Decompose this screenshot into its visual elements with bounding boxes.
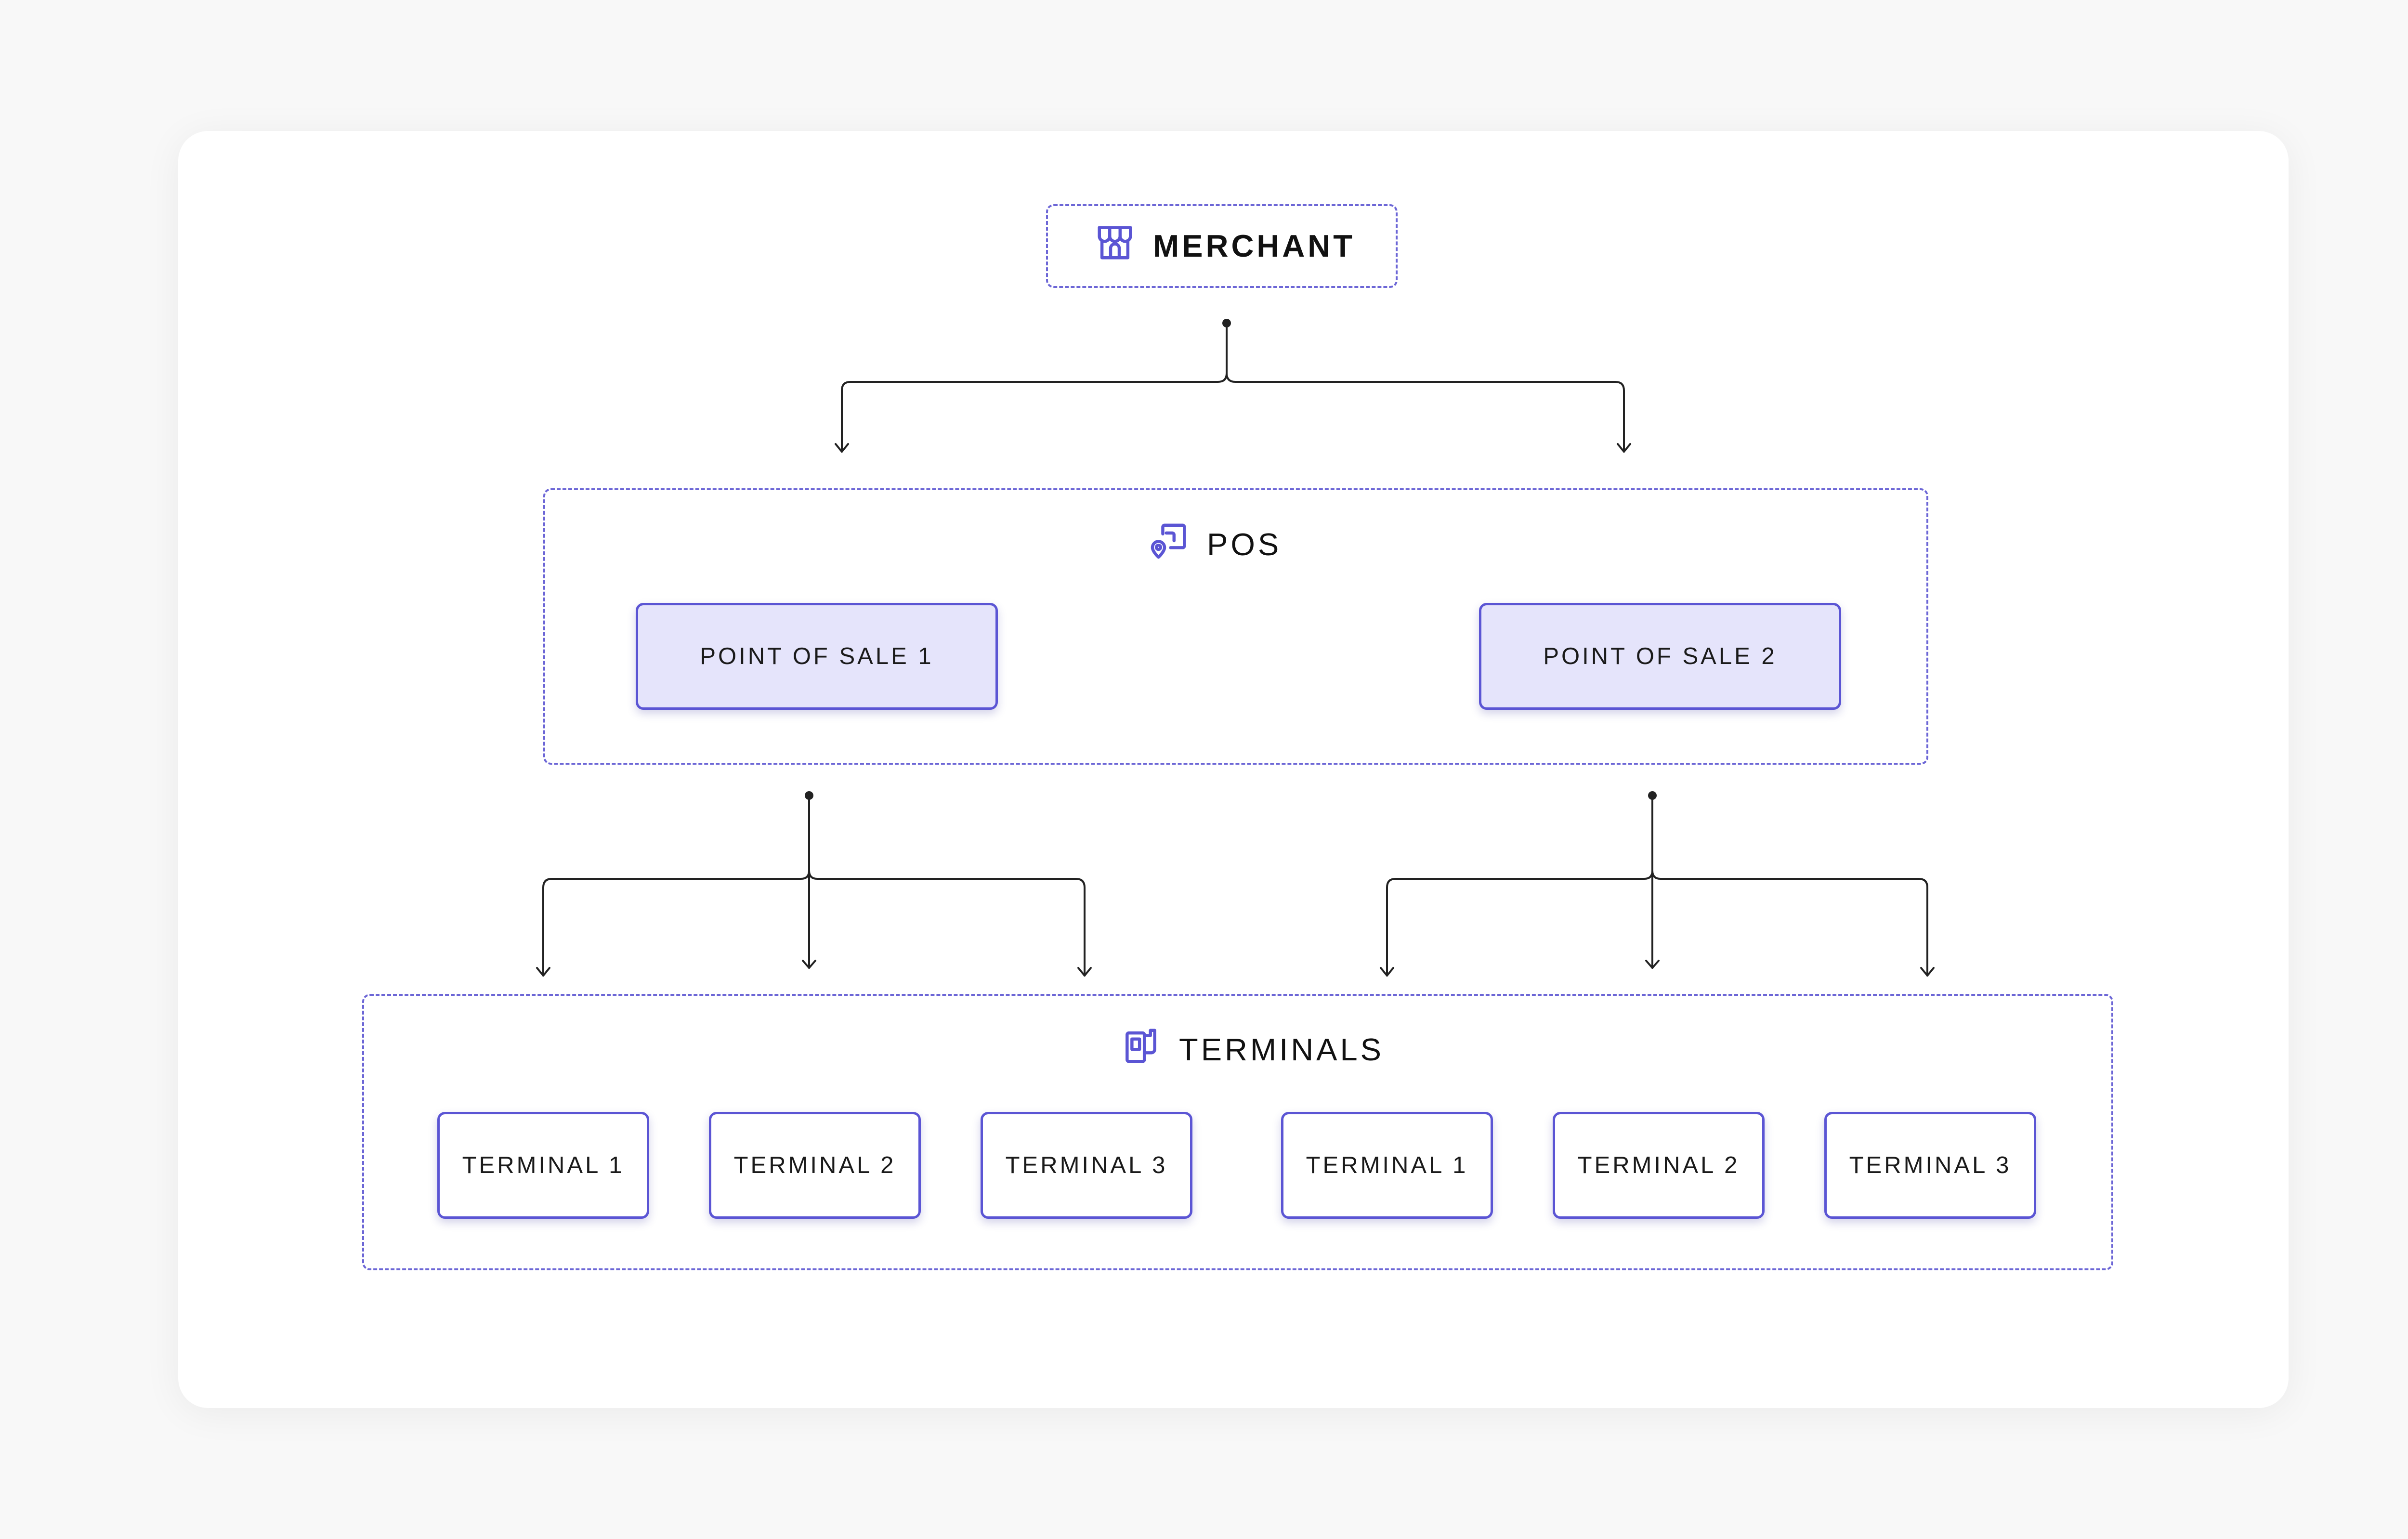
terminal-3-b[interactable]: TERMINAL 3: [1824, 1112, 2036, 1219]
merchant-heading: MERCHANT: [1094, 222, 1355, 269]
pos-1-connector: [536, 791, 1092, 977]
pos-label: POS: [1207, 526, 1282, 562]
storefront-icon: [1094, 222, 1136, 270]
terminal-1-a[interactable]: TERMINAL 1: [437, 1112, 649, 1219]
terminal-2-b[interactable]: TERMINAL 2: [1553, 1112, 1765, 1219]
pos-device-icon: [1148, 520, 1190, 569]
merchant-label: MERCHANT: [1153, 228, 1355, 263]
terminals-group: [362, 994, 2113, 1270]
pos-heading: POS: [1148, 521, 1282, 567]
terminal-icon: [1120, 1025, 1162, 1074]
point-of-sale-2[interactable]: POINT OF SALE 2: [1479, 603, 1841, 710]
terminal-2-a[interactable]: TERMINAL 2: [709, 1112, 921, 1219]
point-of-sale-1[interactable]: POINT OF SALE 1: [636, 603, 998, 710]
terminal-3-a[interactable]: TERMINAL 3: [981, 1112, 1192, 1219]
merchant-connector: [835, 319, 1631, 453]
terminals-heading: TERMINALS: [1120, 1026, 1384, 1072]
merchant-node: [1046, 204, 1398, 288]
pos-2-connector: [1380, 791, 1935, 977]
pos-group: [543, 488, 1928, 765]
terminal-1-b[interactable]: TERMINAL 1: [1281, 1112, 1493, 1219]
terminals-label: TERMINALS: [1179, 1031, 1385, 1067]
